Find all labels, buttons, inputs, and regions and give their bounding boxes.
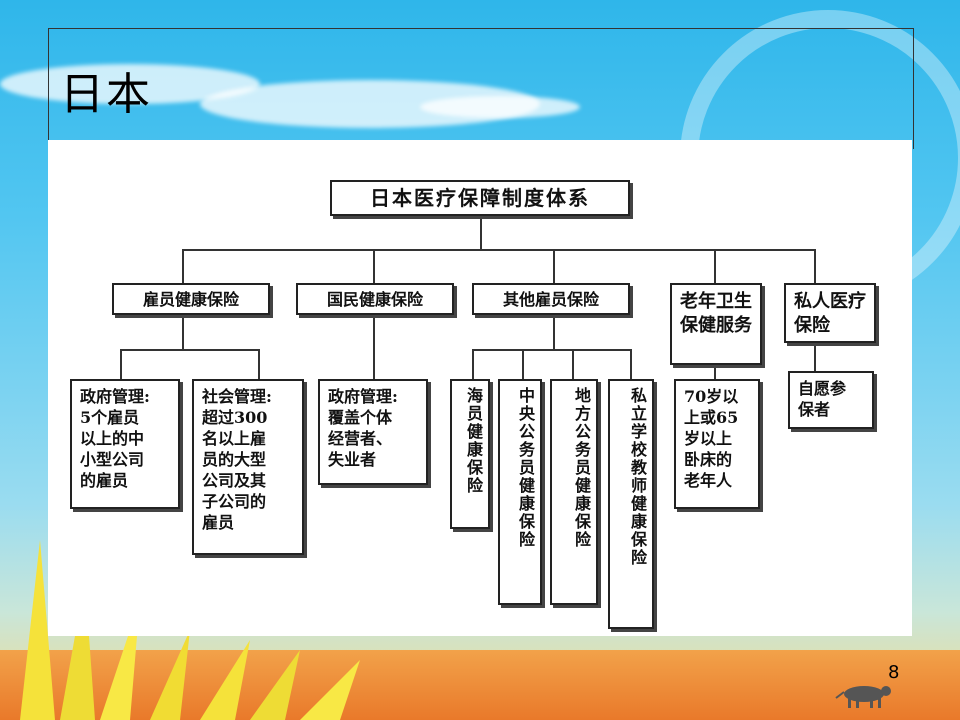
- cow-icon: [835, 686, 891, 708]
- slide-title: 日本: [60, 69, 152, 120]
- connector: [630, 349, 632, 379]
- connector: [258, 349, 260, 379]
- detail-local-civil-servant: 地方公务员健康保险: [550, 379, 598, 605]
- connector: [182, 249, 814, 251]
- detail-central-civil-servant: 中央公务员健康保险: [498, 379, 542, 605]
- connector: [714, 365, 716, 379]
- detail-private-school-teacher: 私立学校教师健康保险: [608, 379, 654, 629]
- category-elderly-care: 老年卫生保健服务: [670, 283, 762, 365]
- cloud: [420, 96, 580, 118]
- connector: [373, 249, 375, 285]
- connector: [120, 349, 122, 379]
- detail-elderly-70plus: 70岁以 上或65 岁以上 卧床的 老年人: [674, 379, 760, 509]
- connector: [182, 249, 184, 285]
- category-employee-health: 雇员健康保险: [112, 283, 270, 315]
- diagram-panel: 日本医疗保障制度体系 雇员健康保险 国民健康保险 其他雇员保险 老年卫生保健服务…: [48, 140, 912, 636]
- category-national-health: 国民健康保险: [296, 283, 454, 315]
- detail-voluntary-enrollees: 自愿参 保者: [788, 371, 874, 429]
- connector: [572, 349, 574, 379]
- detail-employee-social: 社会管理: 超过300 名以上雇 员的大型 公司及其 子公司的 雇员: [192, 379, 304, 555]
- connector: [472, 349, 632, 351]
- connector: [373, 315, 375, 379]
- detail-employee-government: 政府管理: 5个雇员 以上的中 小型公司 的雇员: [70, 379, 180, 509]
- category-private-medical: 私人医疗保险: [784, 283, 876, 343]
- detail-seamen-insurance: 海员健康保险: [450, 379, 490, 529]
- detail-national-government: 政府管理: 覆盖个体 经营者、 失业者: [318, 379, 428, 485]
- title-frame: [48, 28, 914, 149]
- connector: [814, 249, 816, 285]
- connector: [714, 249, 716, 285]
- connector: [553, 315, 555, 349]
- connector: [182, 315, 184, 349]
- root-node: 日本医疗保障制度体系: [330, 180, 630, 216]
- connector: [553, 249, 555, 285]
- connector: [522, 349, 524, 379]
- connector: [120, 349, 260, 351]
- connector: [472, 349, 474, 379]
- category-other-employee: 其他雇员保险: [472, 283, 630, 315]
- page-number: 8: [888, 662, 900, 683]
- connector: [814, 343, 816, 371]
- connector: [480, 217, 482, 249]
